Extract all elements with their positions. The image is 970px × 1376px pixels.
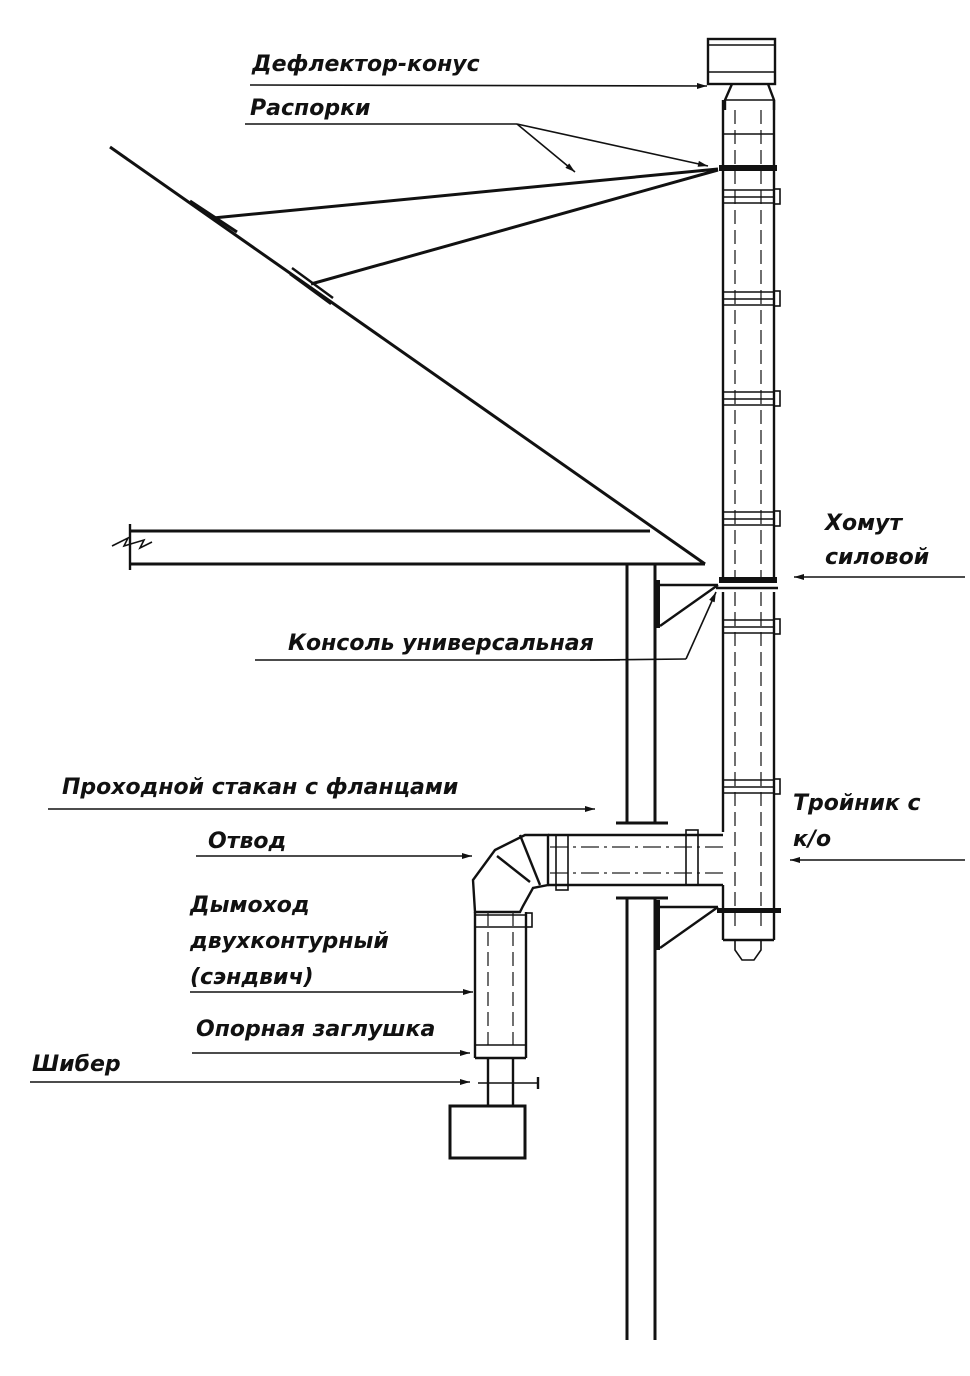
ceiling-slab bbox=[111, 524, 705, 570]
pipe-clamp-bracket bbox=[723, 778, 781, 795]
horizontal-pipe bbox=[548, 829, 723, 891]
pipe-clamp-bracket bbox=[723, 510, 781, 527]
label-braces: Распорки bbox=[250, 96, 371, 121]
tee-support-clamp bbox=[717, 908, 781, 913]
pipe-clamp-2 bbox=[685, 829, 699, 886]
label-support-cap: Опорная заглушка bbox=[196, 1017, 436, 1042]
label-console: Консоль универсальная bbox=[288, 631, 594, 656]
label-sandwich-line2: двухконтурный bbox=[190, 929, 389, 954]
pipe-clamp-bracket bbox=[723, 290, 781, 307]
power-clamp bbox=[719, 577, 777, 583]
sandwich-pipe-lower bbox=[473, 912, 528, 1060]
label-elbow: Отвод bbox=[208, 829, 287, 854]
brace-clamp bbox=[719, 165, 777, 171]
pipe-clamp-bracket bbox=[723, 390, 781, 407]
pipe-clamp-bracket bbox=[723, 618, 781, 635]
deflector-cone bbox=[706, 37, 777, 110]
label-sandwich-line3: (сэндвич) bbox=[190, 965, 314, 990]
vertical-chimney-lower bbox=[717, 592, 781, 961]
label-passthrough: Проходной стакан с фланцами bbox=[62, 775, 459, 800]
cleanout-cap bbox=[734, 940, 762, 961]
console-upper bbox=[655, 580, 719, 628]
label-damper: Шибер bbox=[32, 1052, 121, 1077]
label-tee-line2: к/о bbox=[793, 827, 832, 852]
label-tee-line1: Тройник с bbox=[793, 791, 921, 816]
vertical-chimney-upper bbox=[716, 100, 778, 590]
leader-lines bbox=[30, 82, 965, 1085]
label-sandwich-line1: Дымоход bbox=[190, 893, 310, 918]
label-deflector: Дефлектор-конус bbox=[252, 52, 480, 77]
pipe-clamps bbox=[525, 188, 781, 928]
label-clamp-line2: силовой bbox=[825, 545, 930, 570]
pipe-clamp-bracket bbox=[525, 912, 533, 928]
roof bbox=[109, 145, 706, 566]
wall bbox=[616, 564, 668, 1340]
break-line bbox=[111, 536, 153, 550]
braces bbox=[212, 167, 719, 286]
elbow bbox=[471, 833, 550, 914]
stove bbox=[448, 1058, 540, 1160]
pipe-clamp-1 bbox=[555, 834, 569, 891]
pipe-clamp-bracket bbox=[723, 188, 781, 205]
console-lower bbox=[655, 900, 719, 950]
label-clamp-line1: Хомут bbox=[825, 511, 903, 536]
